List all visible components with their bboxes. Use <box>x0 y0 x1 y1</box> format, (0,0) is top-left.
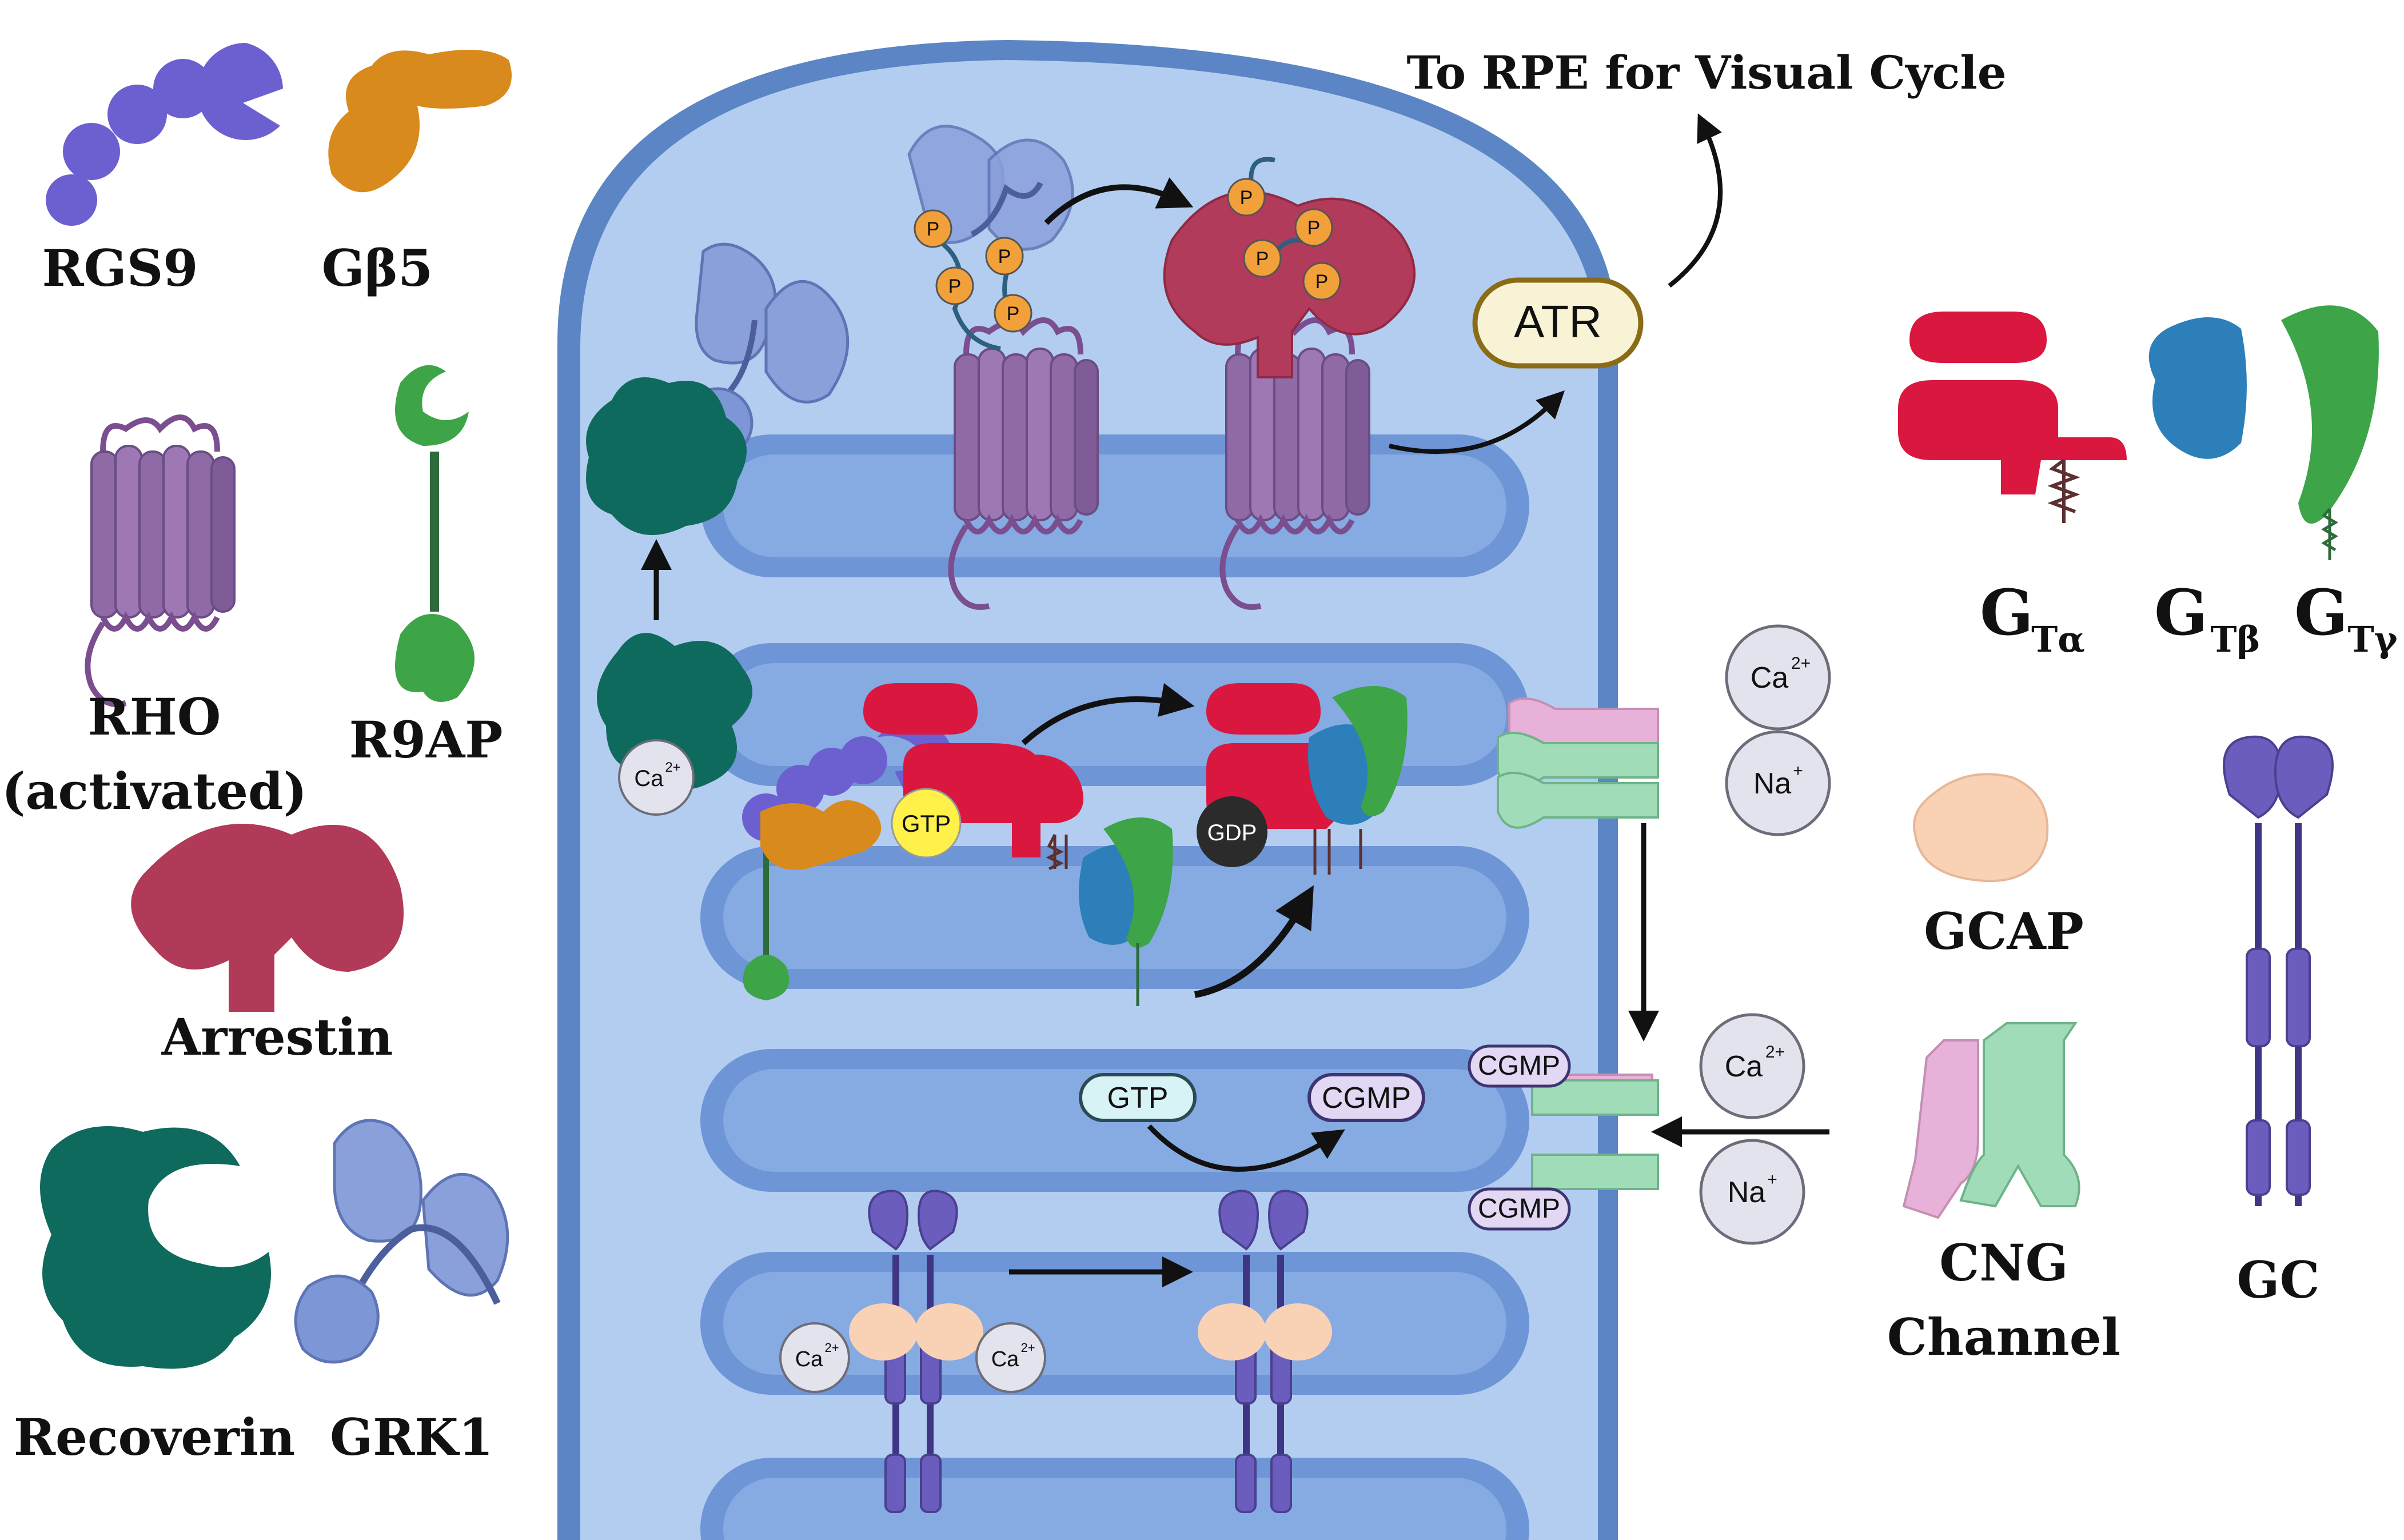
cgmp-label: CGMP <box>1478 1194 1560 1224</box>
legend-rho: RHO (activated) <box>2 417 307 821</box>
legend-label-rho-activated: (activated) <box>2 761 307 821</box>
legend-grk1: GRK1 <box>294 1119 509 1467</box>
legend-label-cng: CNG <box>1939 1233 2068 1292</box>
legend-recoverin: Recoverin <box>14 1126 295 1467</box>
ca-ion-charge: 2+ <box>824 1340 839 1355</box>
gcap-right-pair <box>1198 1303 1332 1361</box>
legend-label-recoverin: Recoverin <box>14 1407 295 1467</box>
phosphate-label: P <box>1240 187 1253 209</box>
recoverin-grk1-complex <box>586 242 850 535</box>
na-ion-label: Na <box>1753 767 1792 800</box>
legend-gt-alpha: G Tα <box>1898 312 2127 660</box>
arrow-atr-to-rpe <box>1668 113 1723 288</box>
phosphate-label: P <box>1007 303 1020 325</box>
transducin-heterotrimer-gdp: GDP <box>1197 683 1408 875</box>
ca-ion-label: Ca <box>991 1347 1019 1371</box>
legend-label-rho: RHO <box>88 687 221 747</box>
phosphate-label: P <box>1256 248 1269 270</box>
cgmp-label: CGMP <box>1478 1051 1560 1081</box>
phosphate-label: P <box>1315 271 1329 293</box>
cng-channel-open <box>1497 697 1659 829</box>
legend-label-grk1: GRK1 <box>330 1407 493 1467</box>
legend-label-gc: GC <box>2236 1250 2319 1310</box>
cgmp-product: CGMP <box>1307 1073 1425 1122</box>
legend-label-gt-gamma: G <box>2294 576 2348 649</box>
na-ion-charge: + <box>1767 1170 1777 1189</box>
legend-gt-beta: G Tβ <box>2148 317 2261 660</box>
recoverin-ca-bound: Ca 2+ <box>597 633 752 816</box>
legend-label-rgs9: RGS9 <box>42 238 198 298</box>
legend-label-arrestin: Arrestin <box>161 1007 393 1067</box>
legend-arrestin: Arrestin <box>131 824 404 1067</box>
cgmp-bound-bottom: CGMP <box>1468 1187 1571 1231</box>
legend-gcap: GCAP <box>1913 773 2084 961</box>
legend-label-gt-beta: G <box>2154 576 2208 649</box>
transducin-beta-gamma <box>1079 817 1173 1006</box>
legend-label-r9ap: R9AP <box>349 710 503 769</box>
ca-ion-top: Ca 2+ <box>1725 624 1831 731</box>
cgmp-bound-top: CGMP <box>1468 1044 1571 1088</box>
legend-label-cng-channel: Channel <box>1887 1307 2120 1367</box>
phosphate-label: P <box>927 218 940 240</box>
na-ion-label: Na <box>1728 1176 1766 1209</box>
ca-ion-bottom: Ca 2+ <box>1699 1013 1805 1119</box>
legend-cng-channel: CNG Channel <box>1887 1022 2120 1367</box>
na-ion-bottom: Na + <box>1699 1139 1805 1245</box>
arrow-rhodopsin-to-atr <box>1389 390 1565 454</box>
gtp-label: GTP <box>1107 1082 1169 1115</box>
ca-ion-charge: 2+ <box>1765 1043 1785 1062</box>
ca-ion-label: Ca <box>795 1347 823 1371</box>
legend-gc: GC <box>2223 735 2334 1310</box>
cgmp-label: CGMP <box>1322 1082 1411 1115</box>
legend-gb5: Gβ5 <box>322 50 512 298</box>
phosphate-label: P <box>1307 217 1321 239</box>
arrow-gtp-to-cgmp <box>1147 1124 1345 1172</box>
legend-label-gt-gamma-sub: Tγ <box>2347 619 2398 660</box>
phosphates-right: P P P P <box>1227 178 1341 301</box>
cng-channel-closed <box>1531 1074 1659 1190</box>
phosphate-label: P <box>948 276 962 297</box>
arrow-betagamma-to-trimer <box>1194 885 1314 998</box>
ca-ion-charge: 2+ <box>1791 654 1811 673</box>
na-ion-charge: + <box>1793 761 1803 780</box>
ca-ion-gcap-right: Ca 2+ <box>975 1322 1046 1393</box>
phosphates-left: P P P P <box>914 209 1032 333</box>
arrow-transducin-activation <box>1021 683 1195 745</box>
ca-ion-label: Ca <box>1751 661 1789 695</box>
gtp-label: GTP <box>902 810 951 837</box>
gcap-left-pair <box>849 1303 983 1361</box>
atr-label: ATR <box>1514 296 1602 347</box>
ca-ion-label: Ca <box>1725 1050 1763 1083</box>
to-rpe-label: To RPE for Visual Cycle <box>1406 46 2006 99</box>
legend-label-gt-alpha: G <box>1980 576 2034 649</box>
gdp-label: GDP <box>1207 820 1257 845</box>
ca-ion-charge: 2+ <box>1020 1340 1035 1355</box>
legend-label-gt-beta-sub: Tβ <box>2210 619 2260 660</box>
ca-ion-label: Ca <box>634 766 664 791</box>
legend-label-gt-alpha-sub: Tα <box>2031 619 2085 660</box>
ca-ion-charge: 2+ <box>665 760 680 775</box>
na-ion-top: Na + <box>1725 730 1831 836</box>
gtp-substrate: GTP <box>1079 1073 1197 1122</box>
arrow-phosphorylation-to-arrestin <box>1044 177 1194 225</box>
ca-ion-gcap-left: Ca 2+ <box>779 1322 850 1393</box>
transducin-alpha-gtp: GTP <box>863 683 1083 871</box>
legend-gt-gamma: G Tγ <box>2281 305 2398 660</box>
atr-badge: ATR <box>1472 277 1644 369</box>
legend-rgs9: RGS9 <box>42 42 283 298</box>
legend-label-gb5: Gβ5 <box>322 238 433 298</box>
legend-r9ap: R9AP <box>349 365 503 769</box>
phosphate-label: P <box>998 246 1011 268</box>
legend-label-gcap: GCAP <box>1924 901 2084 961</box>
